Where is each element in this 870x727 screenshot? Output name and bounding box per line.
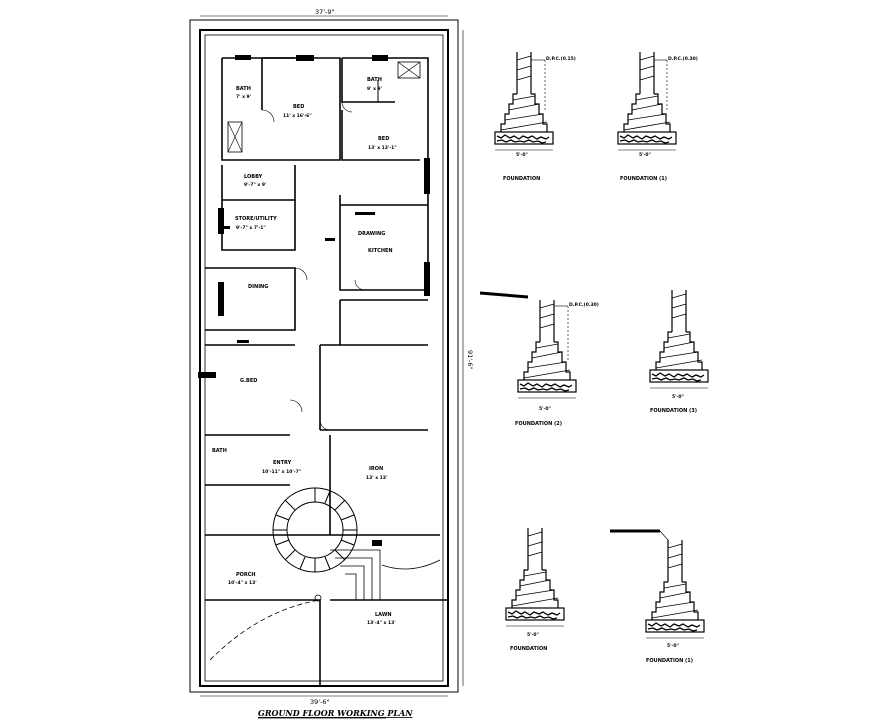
bath2-size: 9' x 9' [367, 86, 382, 92]
d3-caption: FOUNDATION (2) [515, 421, 562, 427]
d1-dpc: D.P.C.(0.15) [546, 56, 576, 62]
foundation-detail-1: D.P.C.(0.15) 5'-0" FOUNDATION [494, 51, 576, 182]
porch-size: 10'-4" x 13' [228, 580, 257, 586]
foundation-detail-4: 5'-0" FOUNDATION (3) [649, 289, 709, 414]
drawing-name: DRAWING [358, 231, 385, 237]
foundation-detail-2: D.P.C.(0.30) 5'-0" FOUNDATION (1) [617, 51, 698, 182]
entry-size: 10'-11" x 10'-7" [262, 469, 301, 475]
bed2-name: BED [378, 136, 389, 142]
plot-boundary [189, 19, 459, 693]
store-size: 9'-7" x 7'-1" [236, 225, 266, 231]
lawn-name: LAWN [375, 612, 392, 618]
bath1-name: BATH [236, 86, 251, 92]
d3-width: 5'-0" [539, 406, 551, 412]
outer-wall [199, 29, 449, 687]
d2-width: 5'-0" [639, 152, 651, 158]
lobby-size: 9'-7" x 9' [244, 182, 266, 188]
iron-name: IRON [369, 466, 383, 472]
d1-caption: FOUNDATION [503, 176, 540, 182]
porch-name: PORCH [236, 572, 256, 578]
foundation-detail-5: 5'-0" FOUNDATION [505, 527, 565, 652]
lawn-size: 13'-4" x 13' [367, 620, 396, 626]
spiral-stair [272, 487, 358, 573]
d2-caption: FOUNDATION (1) [620, 176, 667, 182]
d6-width: 5'-0" [667, 643, 679, 649]
d2-dpc: D.P.C.(0.30) [668, 56, 698, 62]
guest-bed-name: G.BED [240, 378, 257, 384]
d6-caption: FOUNDATION (1) [646, 658, 693, 664]
entry-name: ENTRY [273, 460, 292, 466]
foundation-detail-3: D.P.C.(0.30) 5'-0" FOUNDATION (2) [479, 291, 599, 427]
kitchen-name: KITCHEN [368, 248, 393, 254]
dining-name: DINING [248, 284, 268, 290]
top-width-dimension: 37'-9" [315, 8, 335, 16]
bed1-name: BED [293, 104, 304, 110]
bath2-name: BATH [367, 77, 382, 83]
bath3-name: BATH [212, 448, 227, 454]
d3-dpc: D.P.C.(0.30) [569, 302, 599, 308]
drawing-title: GROUND FLOOR WORKING PLAN [258, 708, 413, 718]
lobby-name: LOBBY [244, 174, 263, 180]
foundation-detail-6: 5'-0" FOUNDATION (1) [610, 529, 705, 664]
d4-caption: FOUNDATION (3) [650, 408, 697, 414]
bed2-size: 13' x 13'-1" [368, 145, 397, 151]
side-length-dimension: 91'-6" [466, 350, 474, 370]
bed1-size: 11' x 16'-6" [283, 113, 312, 119]
bath1-size: 7' x 9' [236, 94, 251, 100]
bottom-width-dimension: 39'-6" [310, 698, 330, 706]
d5-width: 5'-0" [527, 632, 539, 638]
d1-width: 5'-0" [516, 152, 528, 158]
d4-width: 5'-0" [672, 394, 684, 400]
store-name: STORE/UTILITY [235, 216, 277, 222]
d5-caption: FOUNDATION [510, 646, 547, 652]
floor-plan: 37'-9" 39'-6" 91'-6" [189, 8, 474, 719]
iron-size: 13' x 13' [366, 475, 387, 481]
